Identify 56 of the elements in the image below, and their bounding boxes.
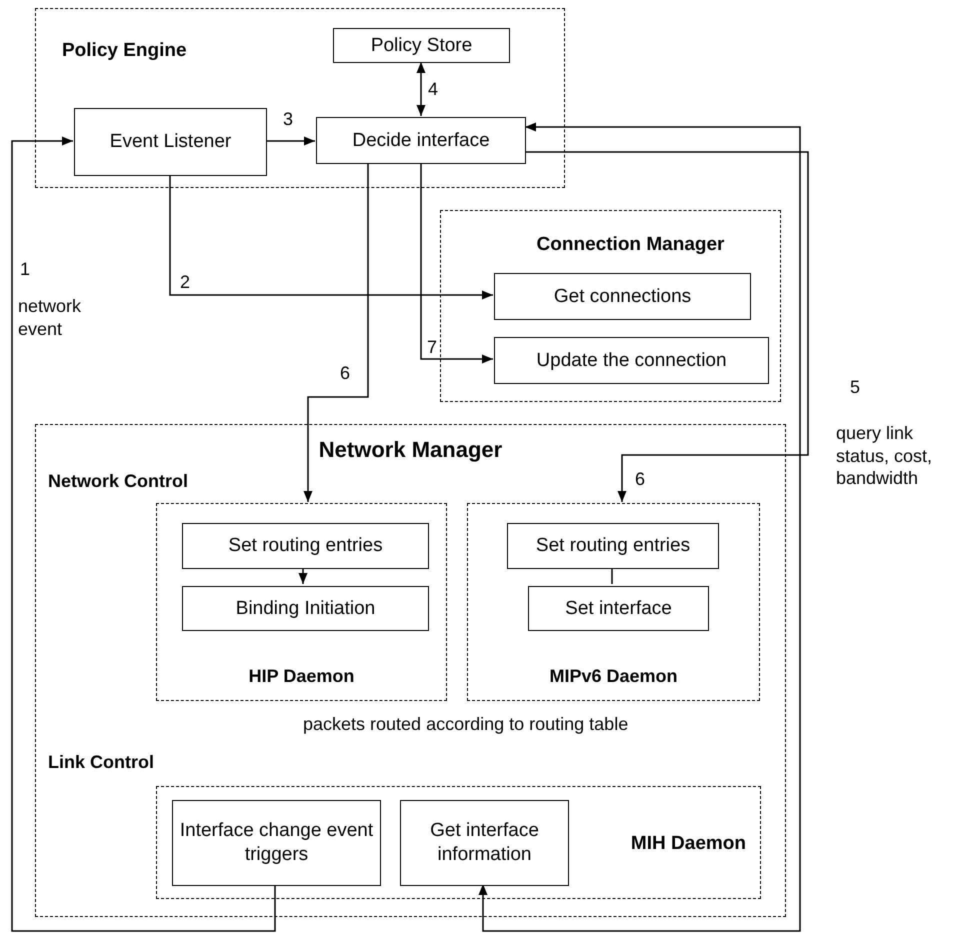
arrow bbox=[478, 122, 801, 932]
process-label: Interface change event triggers bbox=[178, 819, 374, 867]
process-box bbox=[316, 117, 526, 164]
process-label: Event Listener bbox=[110, 130, 232, 154]
group-title: MIPv6 Daemon bbox=[548, 665, 679, 688]
process-box bbox=[494, 337, 769, 384]
arrow bbox=[304, 163, 369, 502]
arrow bbox=[298, 567, 308, 584]
arrow bbox=[416, 62, 426, 116]
arrow bbox=[11, 136, 276, 932]
edge-label: 4 bbox=[428, 78, 438, 100]
annotation-text: network event bbox=[18, 295, 82, 340]
process-label: Get connections bbox=[554, 284, 692, 308]
hip-daemon-group bbox=[156, 503, 447, 701]
process-box bbox=[182, 523, 429, 569]
annotation-text: Link Control bbox=[48, 751, 154, 774]
group-title: HIP Daemon bbox=[248, 665, 356, 688]
edge-label: 7 bbox=[427, 336, 438, 358]
arrow bbox=[525, 151, 809, 502]
group-title: Network Manager bbox=[318, 436, 504, 464]
group-title: Connection Manager bbox=[536, 233, 726, 257]
edge-label: 6 bbox=[635, 468, 646, 490]
process-box bbox=[494, 273, 751, 320]
connection-manager-group bbox=[440, 210, 781, 402]
process-box bbox=[182, 586, 429, 631]
annotation-text: packets routed according to routing table bbox=[303, 713, 628, 736]
network-manager-group bbox=[35, 424, 786, 917]
process-label: Decide interface bbox=[352, 128, 490, 152]
annotation-text: query link status, cost, bandwidth bbox=[836, 422, 934, 490]
edge-label: 1 bbox=[20, 258, 30, 280]
process-box bbox=[333, 28, 510, 63]
process-label: Update the connection bbox=[536, 348, 727, 372]
process-box bbox=[400, 800, 569, 886]
process-box bbox=[528, 586, 709, 631]
edge-label: 2 bbox=[180, 271, 190, 294]
group-title: Policy Engine bbox=[62, 39, 187, 63]
process-label: Policy Store bbox=[370, 34, 472, 58]
annotation-text: Network Control bbox=[48, 470, 188, 492]
group-title: MIH Daemon bbox=[630, 832, 746, 856]
process-label: Set routing entries bbox=[228, 534, 383, 558]
process-label: Get interface information bbox=[429, 819, 540, 867]
mih-daemon-group bbox=[156, 786, 761, 899]
mipv6-daemon-group bbox=[467, 503, 760, 701]
edge-label: 6 bbox=[340, 362, 350, 384]
process-label: Binding Initiation bbox=[236, 596, 376, 620]
process-box bbox=[74, 108, 267, 176]
process-box bbox=[507, 523, 719, 569]
arrow bbox=[169, 175, 493, 300]
edge-label: 5 bbox=[850, 376, 860, 398]
arrow bbox=[420, 163, 493, 364]
policy-engine-group bbox=[35, 8, 565, 188]
edge-label: 3 bbox=[283, 108, 294, 130]
process-label: Set routing entries bbox=[536, 534, 690, 558]
process-label: Set interface bbox=[565, 596, 672, 620]
process-box bbox=[172, 800, 381, 886]
arrow bbox=[266, 136, 315, 146]
